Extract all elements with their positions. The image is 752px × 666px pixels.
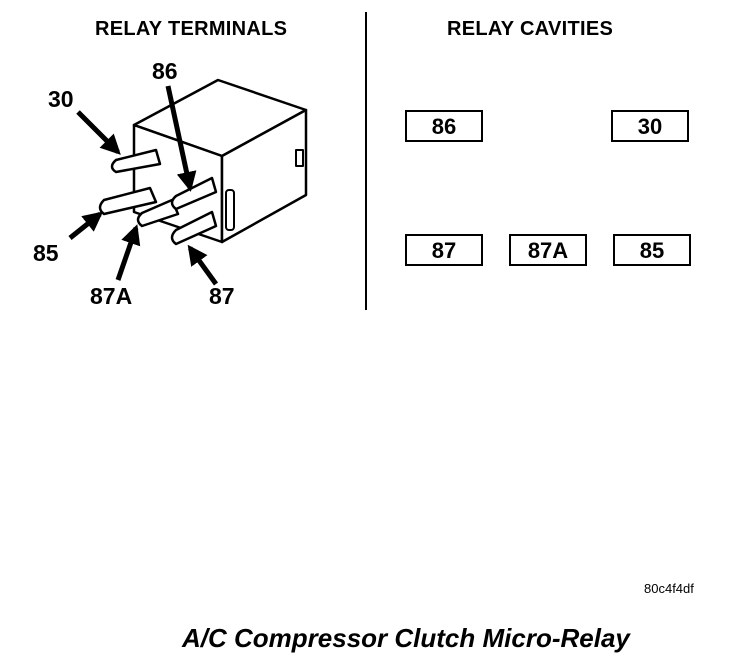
arrow-85 <box>68 211 104 240</box>
relay-body-side <box>220 108 308 244</box>
pin-87 <box>170 210 218 246</box>
terminal-label-85: 85 <box>33 240 59 266</box>
relay-side-slot <box>295 149 304 167</box>
arrow-86 <box>165 85 197 192</box>
terminal-label-30: 30 <box>48 86 74 112</box>
figure-caption: A/C Compressor Clutch Micro-Relay <box>182 623 630 653</box>
terminal-label-87a: 87A <box>90 283 133 309</box>
cavity-85: 85 <box>613 234 691 266</box>
terminal-label-87: 87 <box>209 283 235 309</box>
section-divider <box>365 12 367 310</box>
pin-85 <box>98 186 158 216</box>
relay-side-ridge <box>225 189 235 231</box>
pin-30 <box>110 148 162 174</box>
cavity-30: 30 <box>611 110 689 142</box>
cavity-87: 87 <box>405 234 483 266</box>
cavity-87a: 87A <box>509 234 587 266</box>
relay-terminals-heading: RELAY TERMINALS <box>95 18 288 40</box>
arrow-87a <box>115 224 141 281</box>
terminal-label-86: 86 <box>152 58 178 84</box>
document-id: 80c4f4df <box>644 581 694 596</box>
pin-87a <box>136 198 180 228</box>
arrow-30 <box>76 110 121 155</box>
cavity-86: 86 <box>405 110 483 142</box>
arrow-87 <box>187 244 219 286</box>
relay-cavities-heading: RELAY CAVITIES <box>447 18 614 40</box>
pin-86 <box>170 176 218 211</box>
